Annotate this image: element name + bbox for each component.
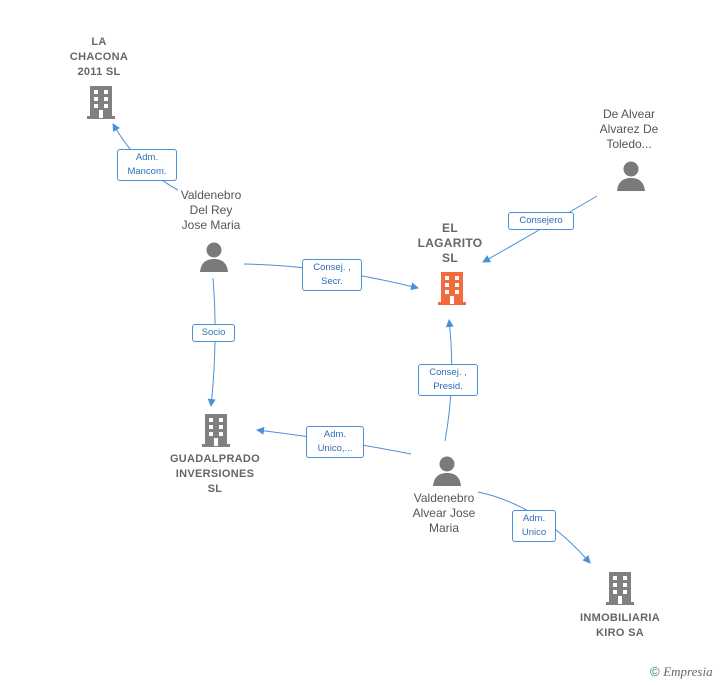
edge-label-socio: Socio (192, 324, 235, 342)
node-label-de-alvear: De Alvear Alvarez De Toledo... (599, 107, 659, 151)
node-label-inmobiliaria-kiro: INMOBILIARIA KIRO SA (580, 612, 660, 639)
person-icon[interactable] (616, 160, 646, 192)
brand-logo: Empresia (663, 664, 713, 679)
building-icon[interactable] (201, 412, 231, 448)
copyright-icon: © (650, 664, 660, 679)
edge-label-adm-mancom: Adm. Mancom. (117, 149, 177, 181)
node-label-el-lagarito: EL LAGARITO SL (417, 221, 483, 265)
building-icon[interactable] (437, 270, 467, 306)
building-icon[interactable] (605, 570, 635, 606)
node-label-guadalprado: GUADALPRADO INVERSIONES SL (169, 453, 261, 495)
edge-socio (207, 277, 216, 407)
building-icon[interactable] (86, 84, 116, 120)
person-icon[interactable] (432, 455, 462, 487)
node-label-valdenebro-del-rey: Valdenebro Del Rey Jose Maria (180, 188, 242, 232)
footer-brand: © Empresia (650, 664, 713, 680)
edge-label-consej-presid: Consej. , Presid. (418, 364, 478, 396)
node-label-valdenebro-alvear: Valdenebro Alvear Jose Maria (412, 491, 476, 535)
edge-label-adm-unico: Adm. Unico (512, 510, 556, 542)
person-icon[interactable] (199, 241, 229, 273)
node-label-la-chacona: LA CHACONA 2011 SL (69, 36, 129, 78)
edge-label-adm-unico-multi: Adm. Unico,... (306, 426, 364, 458)
edge-label-consejero: Consejero (508, 212, 574, 230)
edge-label-consej-secr: Consej. , Secr. (302, 259, 362, 291)
